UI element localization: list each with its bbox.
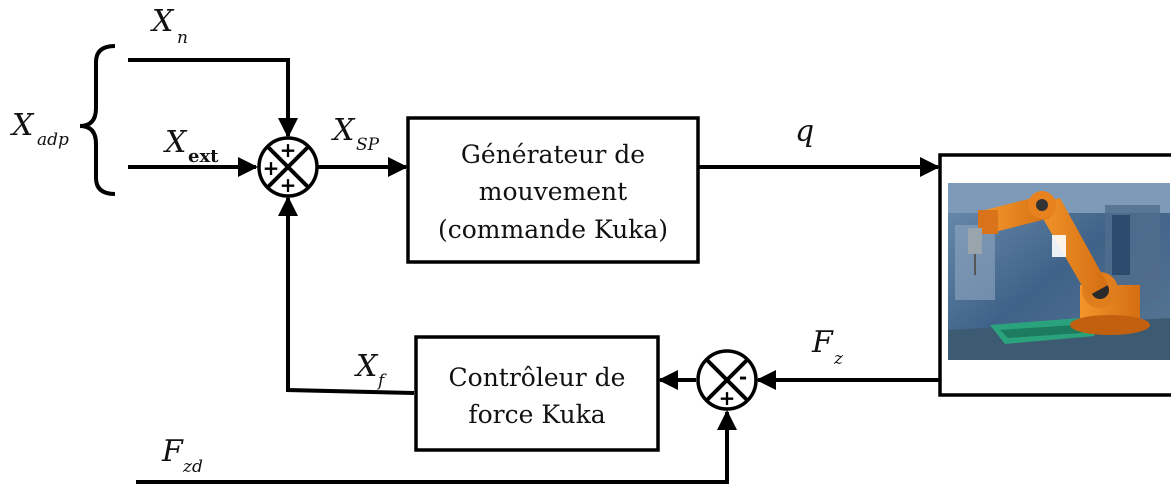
svg-text:X: X bbox=[354, 349, 379, 384]
generator-line2: mouvement bbox=[479, 177, 627, 206]
f-zd-signal-line bbox=[136, 410, 737, 484]
x-adp-brace bbox=[79, 44, 116, 196]
svg-text:X: X bbox=[163, 125, 188, 160]
svg-text:SP: SP bbox=[356, 135, 380, 155]
svg-text:zd: zd bbox=[182, 457, 203, 477]
force-controller-block: Contrôleur de force Kuka bbox=[414, 335, 660, 452]
svg-text:F: F bbox=[811, 325, 834, 360]
label-x-adp: X adp bbox=[10, 108, 69, 150]
x-n-signal-line bbox=[128, 58, 298, 138]
label-x-sp: X SP bbox=[331, 113, 380, 155]
label-f-zd: F zd bbox=[161, 434, 203, 477]
label-x-ext: X ext bbox=[163, 125, 219, 167]
kuka-robot-photo bbox=[948, 183, 1170, 360]
svg-text:n: n bbox=[177, 28, 188, 48]
label-x-f: X f bbox=[354, 349, 387, 391]
main-summing-junction: + + + bbox=[257, 136, 319, 198]
label-q: q bbox=[795, 114, 814, 149]
svg-text:adp: adp bbox=[37, 130, 69, 150]
label-x-n: X n bbox=[150, 4, 188, 48]
force-sum-bottom-sign: + bbox=[719, 386, 736, 410]
svg-text:f: f bbox=[376, 371, 387, 391]
label-f-z: F z bbox=[811, 325, 844, 369]
main-sum-left-sign: + bbox=[263, 156, 280, 180]
svg-text:q: q bbox=[795, 114, 814, 149]
motion-generator-block: Générateur de mouvement (commande Kuka) bbox=[406, 116, 700, 264]
main-sum-top-sign: + bbox=[280, 138, 297, 162]
svg-text:F: F bbox=[161, 434, 184, 469]
svg-text:X: X bbox=[150, 4, 175, 39]
main-sum-bottom-sign: + bbox=[280, 173, 297, 197]
force-summing-junction: - + bbox=[696, 349, 758, 411]
svg-text:z: z bbox=[833, 349, 844, 369]
svg-text:X: X bbox=[331, 113, 356, 148]
svg-text:ext: ext bbox=[188, 146, 219, 167]
force-sum-right-sign: - bbox=[739, 365, 747, 389]
svg-text:X: X bbox=[10, 108, 35, 143]
generator-line1: Générateur de bbox=[461, 140, 645, 169]
robot-block bbox=[938, 153, 1171, 397]
x-f-feedback-line bbox=[278, 196, 415, 395]
force-controller-line2: force Kuka bbox=[468, 400, 605, 429]
generator-line3: (commande Kuka) bbox=[438, 215, 668, 244]
force-controller-line1: Contrôleur de bbox=[449, 363, 626, 392]
